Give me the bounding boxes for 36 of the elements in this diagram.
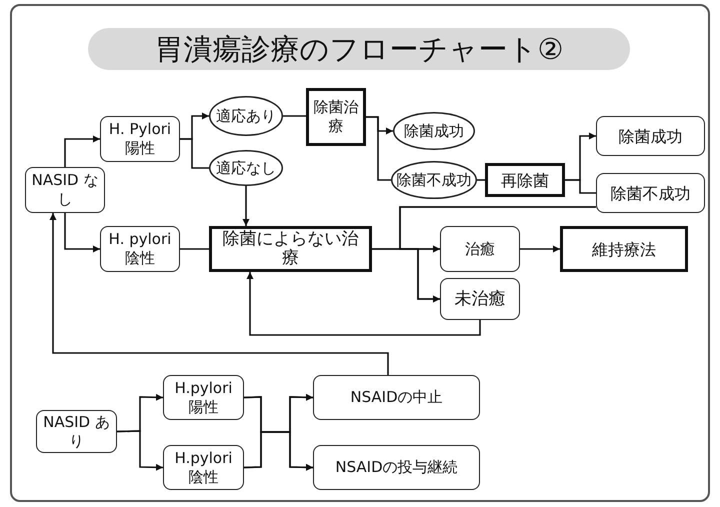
arrow <box>246 272 481 336</box>
process-box: 未治癒 <box>440 278 520 320</box>
arrow <box>242 186 250 226</box>
arrow <box>64 213 100 252</box>
decision-oval: 除菌不成功 <box>391 161 477 199</box>
process-box: NSAIDの投与継続 <box>313 445 480 490</box>
process-box: 治癒 <box>440 226 520 272</box>
process-box: 除菌成功 <box>596 116 705 156</box>
process-box: NSAIDの中止 <box>313 375 480 420</box>
connector-line <box>283 115 306 117</box>
arrow <box>399 206 596 302</box>
process-box: H.pylori 陽性 <box>163 375 244 420</box>
connector-line <box>477 179 485 181</box>
process-box: NASID なし <box>25 167 105 213</box>
arrow <box>520 246 560 252</box>
arrow <box>64 136 100 167</box>
treatment-box: 維持療法 <box>560 226 688 272</box>
arrow <box>244 431 314 471</box>
process-box: H. Pylori 陽性 <box>100 116 180 162</box>
process-box: H. pylori 陰性 <box>100 226 180 272</box>
arrow <box>116 430 164 471</box>
treatment-box: 除菌治療 <box>306 88 366 146</box>
arrow <box>50 213 389 375</box>
treatment-box: 再除菌 <box>485 163 565 197</box>
connector-line <box>180 138 209 169</box>
decision-oval: 適応なし <box>209 150 283 186</box>
process-box: NASID あり <box>36 410 117 453</box>
process-box: H.pylori 陰性 <box>163 445 244 490</box>
connector-line <box>565 179 596 194</box>
title-banner: 胃潰瘍診療のフローチャート② <box>88 28 630 70</box>
treatment-box: 除菌によらない治療 <box>209 226 372 272</box>
connector-line <box>366 116 391 181</box>
decision-oval: 除菌成功 <box>393 112 475 150</box>
decision-oval: 適応あり <box>209 96 283 136</box>
connector-line <box>180 248 209 250</box>
process-box: 除菌不成功 <box>596 173 705 213</box>
